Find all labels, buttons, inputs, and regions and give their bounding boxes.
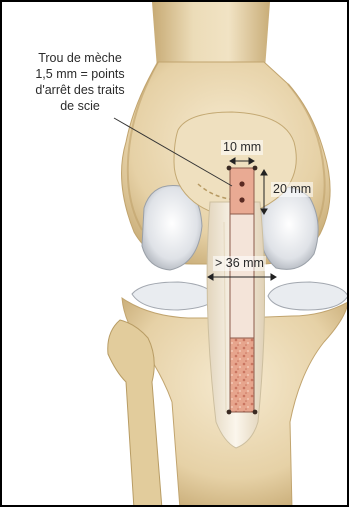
callout-line-4: de scie (18, 98, 142, 114)
corner-dot-tl (227, 166, 232, 171)
graft-bone-block-top (230, 168, 254, 214)
label-width-top: 10 mm (221, 140, 263, 155)
callout-line-2: 1,5 mm = points (18, 66, 142, 82)
corner-dot-tr (253, 166, 258, 171)
corner-dot-bl (227, 410, 232, 415)
meniscus-left (132, 282, 216, 310)
callout-line-1: Trou de mèche (18, 50, 142, 66)
graft-bone-block-bottom (230, 338, 254, 412)
drill-hole-1 (239, 181, 244, 186)
callout-line-3: d'arrêt des traits (18, 82, 142, 98)
corner-dot-br (253, 410, 258, 415)
label-height-top: 20 mm (271, 182, 313, 197)
drill-hole-callout: Trou de mèche 1,5 mm = points d'arrêt de… (18, 50, 142, 114)
label-width-mid: > 36 mm (213, 256, 266, 271)
meniscus-right (268, 282, 348, 310)
drill-hole-2 (239, 197, 244, 202)
